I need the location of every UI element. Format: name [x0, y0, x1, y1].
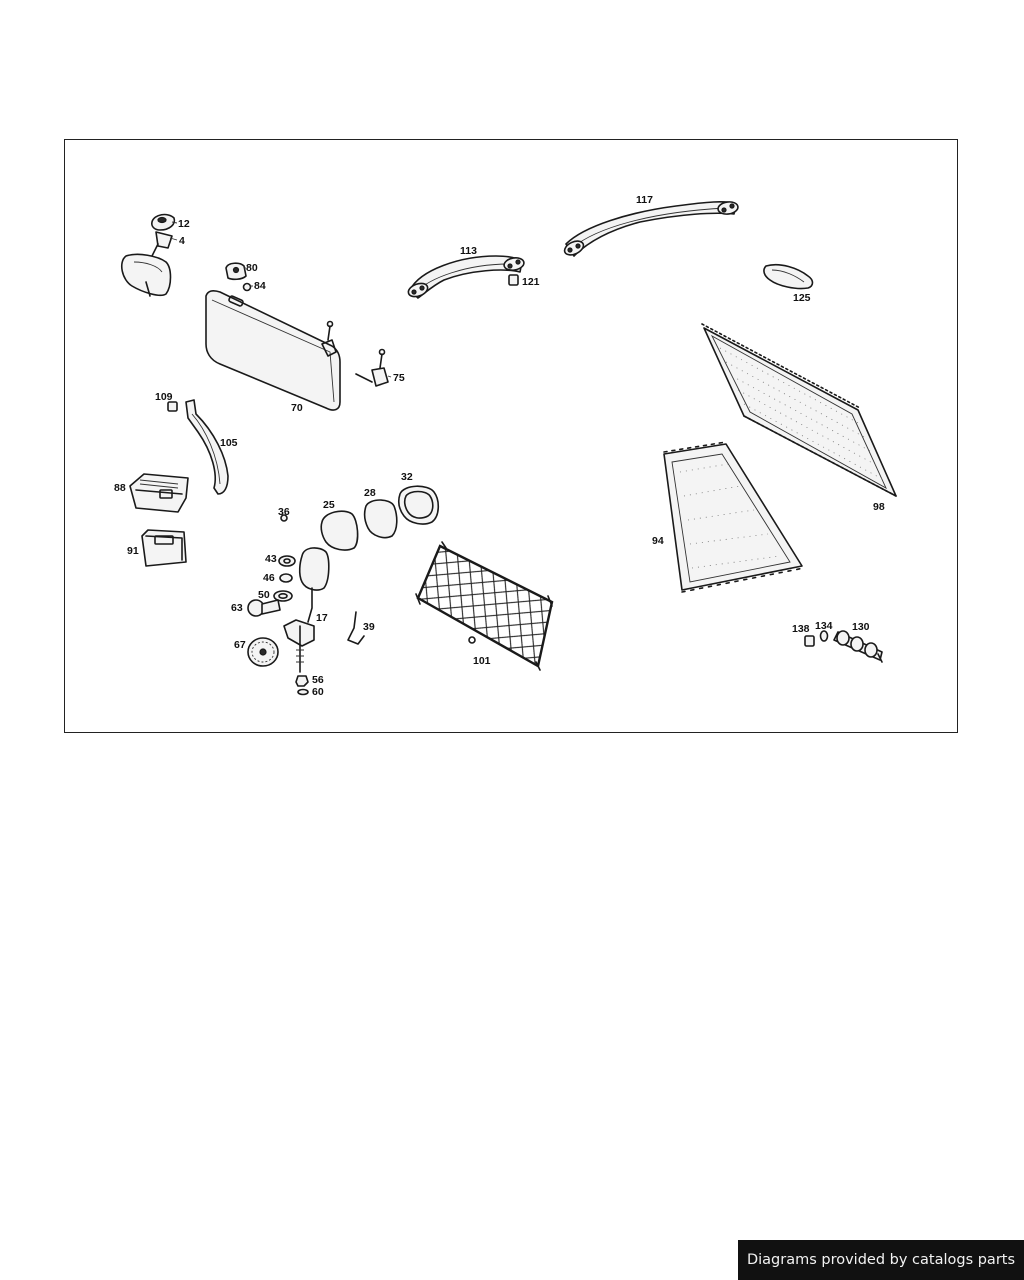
callout-75: 75: [393, 372, 405, 384]
part-17-mount-bracket: [283, 619, 315, 673]
callout-36: 36: [278, 506, 290, 518]
part-109-clip: [167, 401, 178, 412]
callout-17: 17: [316, 612, 328, 624]
part-36-screw: [280, 514, 288, 522]
callout-80: 80: [246, 262, 258, 274]
callout-56: 56: [312, 674, 324, 686]
footer-credit-text: Diagrams provided by catalogs parts: [746, 1252, 1016, 1268]
diagram-frame: [64, 139, 958, 733]
part-32-mirror-gasket: [398, 485, 440, 525]
callout-12: 12: [178, 218, 190, 230]
part-63-knob: [247, 599, 281, 617]
callout-63: 63: [231, 602, 243, 614]
mirror-head-assembly: [298, 547, 330, 623]
callout-98: 98: [873, 501, 885, 513]
callout-4: 4: [179, 235, 185, 247]
callout-43: 43: [265, 553, 277, 565]
callout-109: 109: [155, 391, 173, 403]
callout-67: 67: [234, 639, 246, 651]
part-98-roller-blind: [701, 323, 897, 497]
callout-labels: 12 4 80 84 113 121 117 125 75 70 109 105…: [114, 194, 885, 698]
callout-70: 70: [291, 402, 303, 414]
part-80-visor-clip: [225, 262, 247, 281]
callout-88: 88: [114, 482, 126, 494]
rear-view-mirror: [120, 253, 172, 297]
part-113-grab-handle: [407, 255, 525, 299]
part-134-washer: [819, 630, 829, 642]
callout-39: 39: [363, 621, 375, 633]
callout-105: 105: [220, 437, 238, 449]
part-12-mirror-clip: [151, 213, 176, 231]
callout-46: 46: [263, 572, 275, 584]
callout-84: 84: [254, 280, 266, 292]
part-28-mirror-glass: [363, 499, 398, 539]
callout-25: 25: [323, 499, 335, 511]
callout-101: 101: [473, 655, 491, 667]
part-121-clip: [508, 274, 519, 286]
callout-138: 138: [792, 623, 810, 635]
part-46-washer: [279, 573, 293, 583]
callout-117: 117: [636, 194, 653, 206]
part-130-hook-strip: [833, 630, 883, 663]
footer-credit-badge: Diagrams provided by catalogs parts: [738, 1240, 1024, 1280]
callout-125: 125: [793, 292, 811, 304]
callout-60: 60: [312, 686, 324, 698]
part-60-washer: [297, 688, 309, 696]
part-84-screw: [242, 282, 252, 292]
callout-28: 28: [364, 487, 376, 499]
part-43-washer: [278, 555, 296, 567]
callout-leaders: [169, 221, 392, 378]
part-39-bracket: [347, 611, 365, 645]
part-101-cargo-net: [415, 541, 554, 671]
callout-50: 50: [258, 589, 270, 601]
part-138-clip: [804, 635, 815, 647]
callout-113: 113: [460, 245, 477, 257]
part-125-cover-cap: [763, 263, 814, 290]
part-25-mirror-glass: [320, 510, 359, 551]
callout-121: 121: [522, 276, 540, 288]
part-56-nut: [295, 675, 309, 687]
part-91-ashtray-insert: [141, 529, 187, 567]
part-70-sun-visor: [205, 290, 341, 411]
part-67-round-pad: [247, 637, 279, 667]
callout-134: 134: [815, 620, 833, 632]
callout-130: 130: [852, 621, 870, 633]
part-50-ring: [273, 590, 293, 602]
part-75-visor-pivot: [355, 348, 389, 387]
part-88-ashtray-housing: [129, 473, 189, 513]
callout-91: 91: [127, 545, 139, 557]
callout-94: 94: [652, 535, 664, 547]
part-94-cargo-panel: [663, 441, 805, 593]
callout-32: 32: [401, 471, 413, 483]
part-105-strap-handle: [185, 399, 229, 495]
part-117-grab-handle: [563, 201, 739, 257]
